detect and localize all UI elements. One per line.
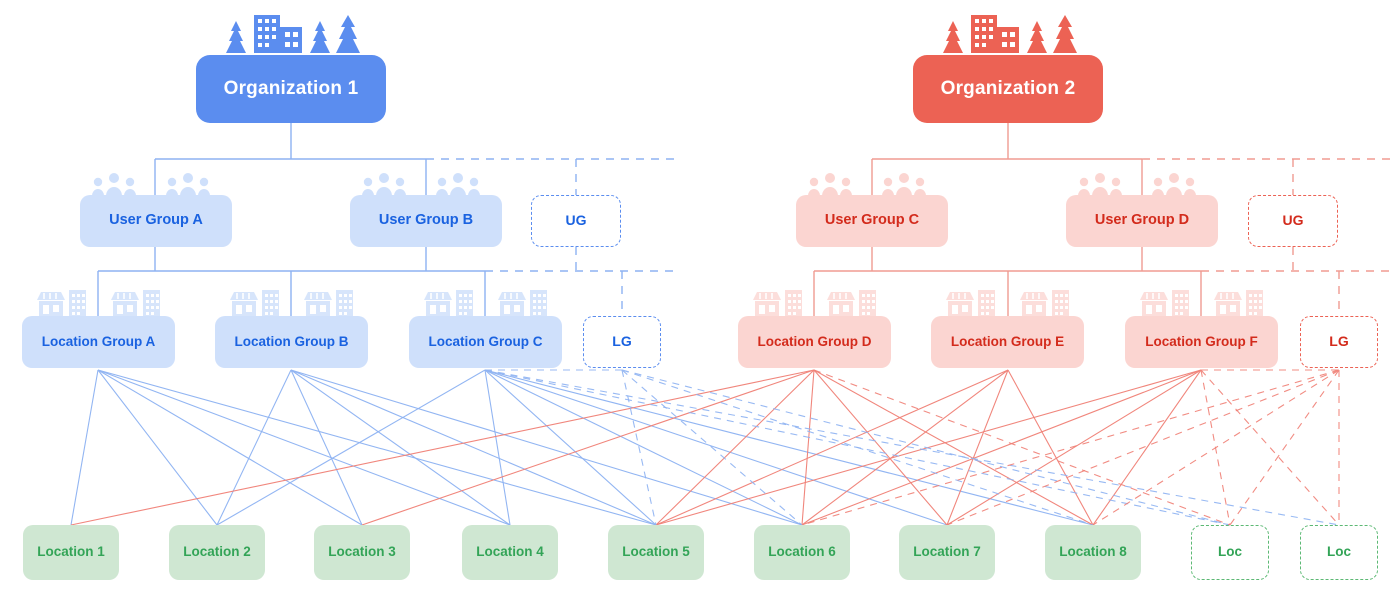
location-group-a-edges xyxy=(70,369,657,526)
location-placeholder-2[interactable]: Loc xyxy=(1300,525,1378,580)
location-loc4[interactable]: Location 4 xyxy=(462,525,558,580)
location-group-c-buildings-icon xyxy=(424,290,547,316)
location-loc7[interactable]: Location 7 xyxy=(899,525,995,580)
location-group-lga-label: Location Group A xyxy=(41,333,156,349)
user-group-ugd[interactable]: User Group D xyxy=(1066,195,1218,247)
org2-skyline-icon xyxy=(943,15,1077,53)
location-group-d-edges xyxy=(70,369,1094,526)
location-loc8[interactable]: Location 8 xyxy=(1045,525,1141,580)
location-group-placeholder-lg-blue-edges xyxy=(621,369,1231,526)
location-group-lgb[interactable]: Location Group B xyxy=(215,316,368,368)
location-placeholder-2-label: Loc xyxy=(1326,544,1351,560)
location-group-lge[interactable]: Location Group E xyxy=(931,316,1084,368)
user-group-placeholder-1-label: UG xyxy=(565,212,587,229)
location-group-placeholder-2[interactable]: LG xyxy=(1300,316,1378,368)
location-group-d-buildings-icon xyxy=(753,290,876,316)
location-loc5-label: Location 5 xyxy=(622,544,690,560)
location-group-lgc-label: Location Group C xyxy=(428,333,543,349)
user-group-uga[interactable]: User Group A xyxy=(80,195,232,247)
location-group-placeholder-2-label: LG xyxy=(1329,333,1349,350)
location-group-lge-label: Location Group E xyxy=(950,333,1065,349)
location-group-b-edges xyxy=(216,369,803,526)
org1-usergroup-to-locationgroup-connectors xyxy=(97,247,676,316)
location-loc3-label: Location 3 xyxy=(328,544,396,560)
location-loc2-label: Location 2 xyxy=(183,544,251,560)
user-group-c-people-icon xyxy=(808,173,926,196)
user-group-ugc-label: User Group C xyxy=(824,212,920,229)
location-group-lgf-label: Location Group F xyxy=(1145,333,1258,349)
location-group-lgd[interactable]: Location Group D xyxy=(738,316,891,368)
location-group-placeholder-lg-red-edges xyxy=(801,369,1340,526)
user-group-uga-label: User Group A xyxy=(109,212,203,229)
location-loc6[interactable]: Location 6 xyxy=(754,525,850,580)
location-loc1[interactable]: Location 1 xyxy=(23,525,119,580)
location-group-f-edges xyxy=(655,369,1202,526)
location-group-lga[interactable]: Location Group A xyxy=(22,316,175,368)
user-group-ugb-label: User Group B xyxy=(378,212,474,229)
org2-label: Organization 2 xyxy=(940,77,1076,99)
location-loc5[interactable]: Location 5 xyxy=(608,525,704,580)
location-group-placeholder-1-label: LG xyxy=(612,333,632,350)
location-loc2[interactable]: Location 2 xyxy=(169,525,265,580)
org1[interactable]: Organization 1 xyxy=(196,55,386,123)
org1-label: Organization 1 xyxy=(223,77,359,99)
location-placeholder-1[interactable]: Loc xyxy=(1191,525,1269,580)
user-group-d-people-icon xyxy=(1078,173,1196,196)
org1-skyline-icon xyxy=(226,15,360,53)
location-placeholder-1-label: Loc xyxy=(1217,544,1242,560)
location-group-lgc[interactable]: Location Group C xyxy=(409,316,562,368)
location-group-lgb-label: Location Group B xyxy=(234,333,349,349)
location-group-e-buildings-icon xyxy=(946,290,1069,316)
user-group-placeholder-1[interactable]: UG xyxy=(531,195,621,247)
user-group-placeholder-2[interactable]: UG xyxy=(1248,195,1338,247)
org2[interactable]: Organization 2 xyxy=(913,55,1103,123)
location-loc1-label: Location 1 xyxy=(37,544,105,560)
location-group-lgf[interactable]: Location Group F xyxy=(1125,316,1278,368)
user-group-ugc[interactable]: User Group C xyxy=(796,195,948,247)
location-loc6-label: Location 6 xyxy=(768,544,836,560)
location-group-placeholder-1[interactable]: LG xyxy=(583,316,661,368)
user-group-ugb[interactable]: User Group B xyxy=(350,195,502,247)
location-group-e-edges xyxy=(655,369,1094,526)
location-group-b-buildings-icon xyxy=(230,290,353,316)
location-loc3[interactable]: Location 3 xyxy=(314,525,410,580)
user-group-ugd-label: User Group D xyxy=(1094,212,1190,229)
location-group-d-extra-edges xyxy=(813,369,1231,526)
location-loc8-label: Location 8 xyxy=(1059,544,1127,560)
user-group-a-people-icon xyxy=(92,173,210,196)
user-group-placeholder-2-label: UG xyxy=(1282,212,1304,229)
org2-usergroup-to-locationgroup-connectors xyxy=(813,247,1393,316)
user-group-b-people-icon xyxy=(362,173,480,196)
location-loc4-label: Location 4 xyxy=(476,544,544,560)
location-group-lgd-label: Location Group D xyxy=(757,333,872,349)
location-group-f-buildings-icon xyxy=(1140,290,1263,316)
location-loc7-label: Location 7 xyxy=(913,544,981,560)
location-group-a-buildings-icon xyxy=(37,290,160,316)
